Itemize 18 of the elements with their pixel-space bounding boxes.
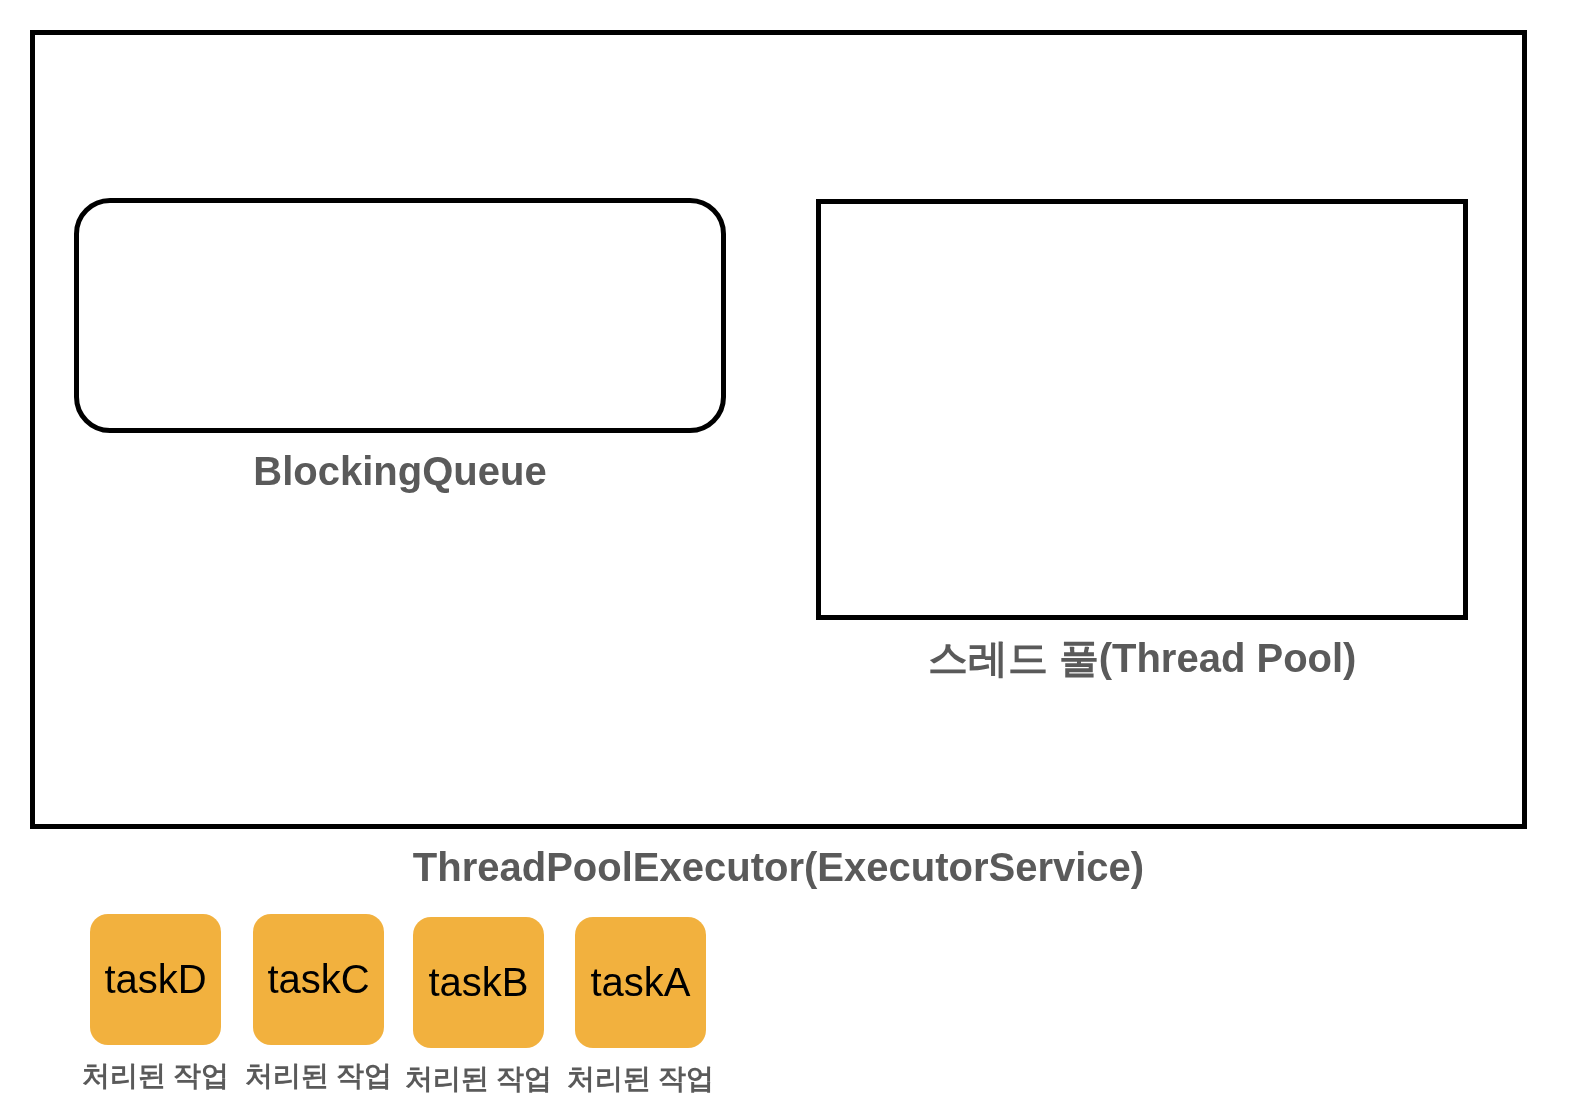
task-caption: 처리된 작업 xyxy=(404,1062,553,1096)
executor-box xyxy=(30,30,1527,829)
box-caption: BlockingQueue xyxy=(253,448,547,495)
task-card xyxy=(413,917,544,1048)
box-caption: ThreadPoolExecutor(ExecutorService) xyxy=(412,844,1145,891)
task-label: taskB xyxy=(428,960,529,1005)
task-card xyxy=(90,914,221,1045)
task-caption: 처리된 작업 xyxy=(244,1059,393,1093)
thread-pool-box xyxy=(816,199,1468,620)
task-caption: 처리된 작업 xyxy=(81,1059,230,1093)
task-label: taskD xyxy=(104,957,207,1002)
task-label: taskA xyxy=(590,960,691,1005)
task-card xyxy=(575,917,706,1048)
task-caption: 처리된 작업 xyxy=(566,1062,715,1096)
task-label: taskC xyxy=(267,957,370,1002)
box-caption: 스레드 풀(Thread Pool) xyxy=(927,635,1357,682)
task-card xyxy=(253,914,384,1045)
queue-box xyxy=(74,198,726,433)
